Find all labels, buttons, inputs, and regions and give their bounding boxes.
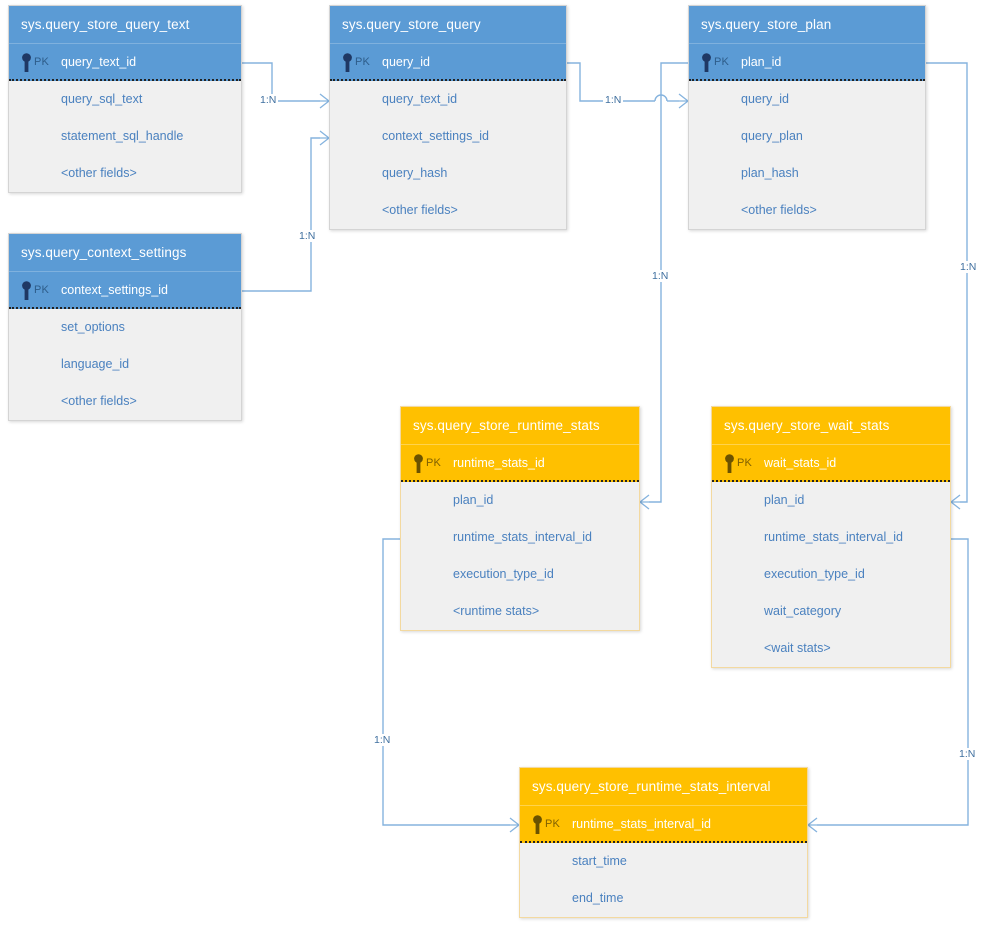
entity-primary-key-row: PK query_id [330, 44, 566, 81]
entity-primary-key-row: PK wait_stats_id [712, 445, 950, 482]
entity-title: sys.query_store_wait_stats [712, 407, 950, 445]
entity-query-store-query[interactable]: sys.query_store_query PK query_id query_… [329, 5, 567, 230]
pk-field-name: context_settings_id [61, 283, 169, 297]
entity-query-store-runtime-stats-interval[interactable]: sys.query_store_runtime_stats_interval P… [519, 767, 808, 918]
cardinality-label: 1:N [603, 94, 624, 106]
pk-label: PK [355, 56, 371, 68]
key-icon [343, 53, 352, 72]
entity-field-list: plan_id runtime_stats_interval_id execut… [401, 482, 639, 630]
entity-field: query_plan [741, 129, 803, 143]
entity-title: sys.query_store_plan [689, 6, 925, 44]
entity-title: sys.query_store_runtime_stats [401, 407, 639, 445]
entity-field: <other fields> [382, 203, 458, 217]
cardinality-label: 1:N [258, 94, 279, 106]
entity-query-store-plan[interactable]: sys.query_store_plan PK plan_id query_id… [688, 5, 926, 230]
entity-field: runtime_stats_interval_id [453, 530, 592, 544]
pk-label: PK [34, 56, 50, 68]
cardinality-label: 1:N [957, 748, 978, 760]
entity-field-list: query_text_id context_settings_id query_… [330, 81, 566, 229]
entity-query-store-query-text[interactable]: sys.query_store_query_text PK query_text… [8, 5, 242, 193]
entity-field: context_settings_id [382, 129, 490, 143]
entity-field-list: plan_id runtime_stats_interval_id execut… [712, 482, 950, 667]
pk-field-name: runtime_stats_id [453, 456, 545, 470]
entity-query-context-settings[interactable]: sys.query_context_settings PK context_se… [8, 233, 242, 421]
entity-field: query_sql_text [61, 92, 143, 106]
key-icon [533, 815, 542, 834]
entity-field: execution_type_id [453, 567, 554, 581]
entity-field-list: query_sql_text statement_sql_handle <oth… [9, 81, 241, 192]
key-icon [22, 53, 31, 72]
entity-primary-key-row: PK runtime_stats_id [401, 445, 639, 482]
entity-query-store-runtime-stats[interactable]: sys.query_store_runtime_stats PK runtime… [400, 406, 640, 631]
entity-primary-key-row: PK query_text_id [9, 44, 241, 81]
entity-primary-key-row: PK runtime_stats_interval_id [520, 806, 807, 843]
cardinality-label: 1:N [958, 261, 979, 273]
entity-field: plan_hash [741, 166, 799, 180]
entity-field: plan_id [453, 493, 494, 507]
entity-field: <runtime stats> [453, 604, 540, 618]
cardinality-label: 1:N [372, 734, 393, 746]
pk-field-name: plan_id [741, 55, 782, 69]
connector-context-to-query [242, 130, 331, 292]
entity-field: start_time [572, 854, 627, 868]
entity-field: query_id [741, 92, 789, 106]
pk-field-name: query_text_id [61, 55, 137, 69]
entity-title: sys.query_store_query [330, 6, 566, 44]
entity-title: sys.query_store_runtime_stats_interval [520, 768, 807, 806]
entity-field: statement_sql_handle [61, 129, 184, 143]
entity-title: sys.query_context_settings [9, 234, 241, 272]
connector-text-to-query [242, 62, 331, 109]
cardinality-label: 1:N [650, 270, 671, 282]
pk-field-name: query_id [382, 55, 430, 69]
pk-label: PK [545, 818, 561, 830]
pk-label: PK [34, 284, 50, 296]
entity-field: runtime_stats_interval_id [764, 530, 903, 544]
entity-field-list: query_id query_plan plan_hash <other fie… [689, 81, 925, 229]
pk-label: PK [426, 457, 442, 469]
entity-field-list: set_options language_id <other fields> [9, 309, 241, 420]
pk-field-name: wait_stats_id [764, 456, 837, 470]
entity-query-store-wait-stats[interactable]: sys.query_store_wait_stats PK wait_stats… [711, 406, 951, 668]
pk-label: PK [737, 457, 753, 469]
entity-field: execution_type_id [764, 567, 865, 581]
entity-field: set_options [61, 320, 125, 334]
key-icon [702, 53, 711, 72]
connector-query-to-plan [567, 62, 690, 109]
entity-field: wait_category [764, 604, 842, 618]
entity-field: <other fields> [741, 203, 817, 217]
entity-field: <other fields> [61, 166, 137, 180]
entity-field-list: start_time end_time [520, 843, 807, 917]
connector-plan-to-runtime-stats [638, 62, 688, 510]
cardinality-label: 1:N [297, 230, 318, 242]
entity-field: end_time [572, 891, 624, 905]
key-icon [725, 454, 734, 473]
entity-primary-key-row: PK plan_id [689, 44, 925, 81]
entity-title: sys.query_store_query_text [9, 6, 241, 44]
entity-primary-key-row: PK context_settings_id [9, 272, 241, 309]
entity-field: <other fields> [61, 394, 137, 408]
entity-field: plan_id [764, 493, 805, 507]
entity-field: language_id [61, 357, 130, 371]
pk-field-name: runtime_stats_interval_id [572, 817, 711, 831]
entity-field: <wait stats> [764, 641, 831, 655]
entity-field: query_hash [382, 166, 448, 180]
key-icon [22, 281, 31, 300]
entity-field: query_text_id [382, 92, 458, 106]
pk-label: PK [714, 56, 730, 68]
key-icon [414, 454, 423, 473]
